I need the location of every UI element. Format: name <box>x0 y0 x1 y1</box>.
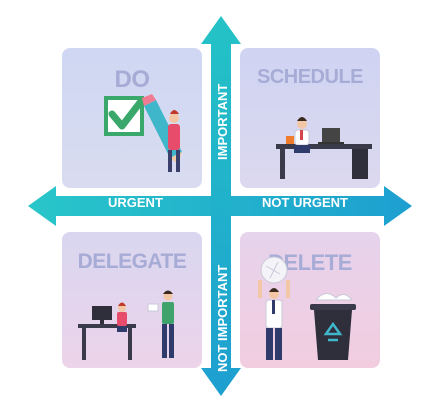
axis-label-important: IMPORTANT <box>215 83 230 160</box>
quadrant-do: DO <box>62 48 202 188</box>
quadrant-title-delegate: DELEGATE <box>77 250 187 273</box>
standing-person-figure <box>147 290 174 358</box>
delegate-illustration <box>78 290 174 360</box>
recycle-bin-icon <box>310 293 356 360</box>
paper-ball-icon <box>260 256 288 284</box>
paper-icon <box>147 303 159 312</box>
vertical-axis-arrow <box>201 16 241 396</box>
mug <box>286 136 294 144</box>
quadrant-title-do: DO <box>114 66 151 93</box>
seated-person-figure <box>117 302 127 332</box>
quadrant-title-schedule: SCHEDULE <box>256 66 364 88</box>
axis-label-not-urgent: NOT URGENT <box>262 195 348 210</box>
checkbox-check-icon <box>104 96 146 136</box>
do-illustration <box>104 94 182 172</box>
person-figure <box>168 110 180 172</box>
computer-icon <box>92 306 112 324</box>
schedule-illustration <box>276 117 372 179</box>
person-figure <box>294 117 310 153</box>
axis-label-not-important: NOT IMPORTANT <box>215 264 230 372</box>
standing-person-figure <box>258 280 290 360</box>
quadrant-delegate: DELEGATE <box>62 232 202 368</box>
delete-illustration <box>258 256 356 360</box>
desk-icon <box>78 324 136 360</box>
axis-label-urgent: URGENT <box>108 195 163 210</box>
quadrant-schedule: SCHEDULE <box>240 48 380 188</box>
laptop-icon <box>318 128 344 144</box>
quadrant-delete: DELETE <box>240 232 380 368</box>
desk-icon <box>276 144 372 179</box>
